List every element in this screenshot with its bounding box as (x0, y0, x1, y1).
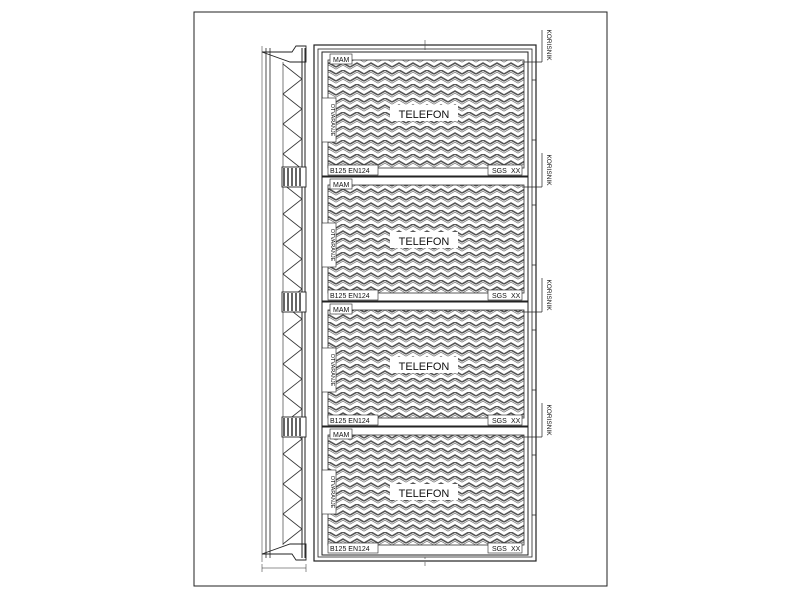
panel-label-mam: MAM (333, 182, 350, 189)
panel-label-mam: MAM (333, 57, 350, 64)
callout-korisnik: KORISNIK (545, 404, 552, 436)
cover-panel: MAM TELEFON OTVARANJE B125 EN124 SGS XX … (321, 29, 552, 177)
panel-label-mam: MAM (333, 432, 350, 439)
frame-ribs-right (532, 79, 536, 516)
side-joint-block (281, 291, 307, 313)
panel-label-xx: XX (511, 546, 521, 553)
panel-label-sgs: SGS (492, 546, 507, 553)
side-cap-top (261, 45, 307, 63)
panel-label-xx: XX (511, 418, 521, 425)
panel-label-load-class: B125 EN124 (330, 168, 370, 175)
cover-panel: MAM TELEFON OTVARANJE B125 EN124 SGS XX … (321, 278, 552, 427)
callout-korisnik: KORISNIK (545, 279, 552, 311)
sheet-border (193, 11, 608, 587)
panel-label-telefon: TELEFON (399, 236, 450, 248)
callout-korisnik: KORISNIK (545, 154, 552, 186)
side-elevation-view (261, 45, 307, 572)
panel-label-xx: XX (511, 293, 521, 300)
side-joint-block (281, 416, 307, 438)
panel-label-xx: XX (511, 168, 521, 175)
side-cap-bottom (261, 543, 307, 561)
panel-label-telefon: TELEFON (399, 488, 450, 500)
panel-label-telefon: TELEFON (399, 109, 450, 121)
panel-label-load-class: B125 EN124 (330, 418, 370, 425)
panel-label-otvaranje: OTVARANJE (329, 476, 335, 509)
panel-label-load-class: B125 EN124 (330, 293, 370, 300)
cover-panel: MAM TELEFON OTVARANJE B125 EN124 SGS XX … (321, 153, 552, 302)
cover-panel: MAM TELEFON OTVARANJE B125 EN124 SGS XX … (321, 403, 552, 556)
panel-label-otvaranje: OTVARANJE (329, 354, 335, 387)
panel-label-otvaranje: OTVARANJE (329, 229, 335, 262)
side-joint-block (281, 166, 307, 188)
panel-label-mam: MAM (333, 307, 350, 314)
panel-label-sgs: SGS (492, 418, 507, 425)
callout-korisnik: KORISNIK (545, 29, 552, 61)
panel-label-otvaranje: OTVARANJE (329, 104, 335, 137)
panel-label-sgs: SGS (492, 293, 507, 300)
panel-label-load-class: B125 EN124 (330, 546, 370, 553)
panel-label-telefon: TELEFON (399, 361, 450, 373)
panel-label-sgs: SGS (492, 168, 507, 175)
